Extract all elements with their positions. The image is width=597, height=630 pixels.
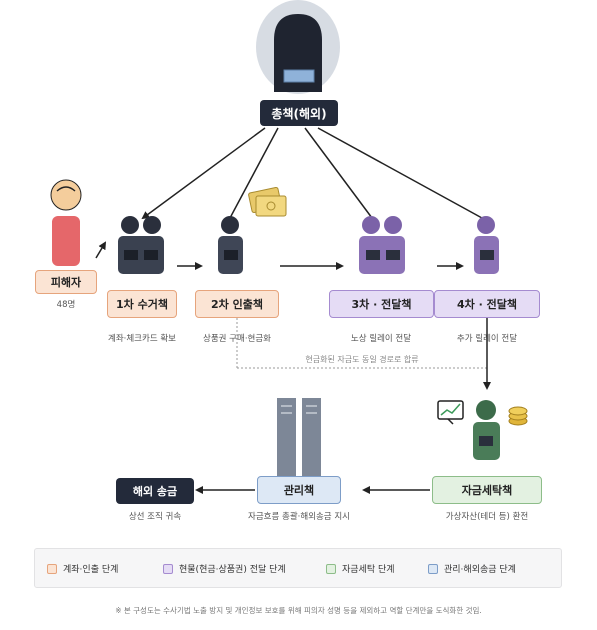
second-withdrawer-figure xyxy=(218,216,243,274)
laundering-figure xyxy=(473,400,500,460)
footnote: ※ 본 구성도는 수사기법 노출 방지 및 개인정보 보호를 위해 피의자 성명… xyxy=(115,606,482,615)
laundering-caption: 가상자산(테더 등) 환전 xyxy=(445,512,529,522)
third-transfer-box: 3차 · 전달책 xyxy=(329,290,434,318)
victim-box: 피해자 xyxy=(35,270,97,294)
second-withdrawer-box: 2차 인출책 xyxy=(195,290,279,318)
legend-item-transfer: 현물(현금·상품권) 전달 단계 xyxy=(163,562,286,575)
legend: 계좌·인출 단계 현물(현금·상품권) 전달 단계 자금세탁 단계 관리·해외송… xyxy=(34,548,562,588)
legend-swatch-transfer xyxy=(163,563,173,574)
boss-connectors xyxy=(141,127,483,220)
legend-label-transfer: 현물(현금·상품권) 전달 단계 xyxy=(179,565,286,575)
chain-arrows xyxy=(95,241,464,270)
merge-note: 현금화된 자금도 동일 경로로 합류 xyxy=(305,355,419,364)
merge-line xyxy=(236,318,487,369)
first-collector-caption: 계좌·체크카드 확보 xyxy=(108,334,176,344)
coin-stack-icon xyxy=(508,406,528,426)
legend-item-management: 관리·해외송금 단계 xyxy=(428,562,516,575)
laundering-box: 자금세탁책 xyxy=(432,476,542,504)
third-transfer-figures xyxy=(359,216,405,274)
victim-count: 48명 xyxy=(56,300,76,310)
legend-label-management: 관리·해외송금 단계 xyxy=(444,565,516,575)
overseas-remittance-box: 해외 송금 xyxy=(116,478,194,504)
fourth-transfer-box: 4차 · 전달책 xyxy=(434,290,540,318)
legend-swatch-laundering xyxy=(326,563,336,574)
management-caption: 자금흐름 총괄·해외송금 지시 xyxy=(248,512,350,522)
legend-item-laundering: 자금세탁 단계 xyxy=(326,562,395,575)
fourth-transfer-figure xyxy=(474,216,499,274)
legend-swatch-management xyxy=(428,563,438,574)
legend-label-laundering: 자금세탁 단계 xyxy=(342,565,395,575)
boss-box: 총책(해외) xyxy=(260,100,338,126)
boss-figure xyxy=(256,0,340,94)
legend-swatch-withdrawal xyxy=(47,563,57,574)
legend-item-withdrawal: 계좌·인출 단계 xyxy=(47,562,118,575)
third-transfer-caption: 노상 릴레이 전달 xyxy=(350,334,412,344)
fourth-transfer-caption: 추가 릴레이 전달 xyxy=(456,334,518,344)
first-collector-figures xyxy=(118,216,164,274)
server-icon xyxy=(277,398,321,476)
crypto-chart-icon xyxy=(437,400,464,425)
overseas-remittance-caption: 상선 조직 귀속 xyxy=(128,512,182,522)
second-withdrawer-caption: 상품권 구매·현금화 xyxy=(203,334,271,344)
legend-label-withdrawal: 계좌·인출 단계 xyxy=(63,565,119,575)
first-collector-box: 1차 수거책 xyxy=(107,290,177,318)
victim-figure xyxy=(50,179,82,266)
gift-card-icon xyxy=(248,186,287,217)
management-box: 관리책 xyxy=(257,476,341,504)
